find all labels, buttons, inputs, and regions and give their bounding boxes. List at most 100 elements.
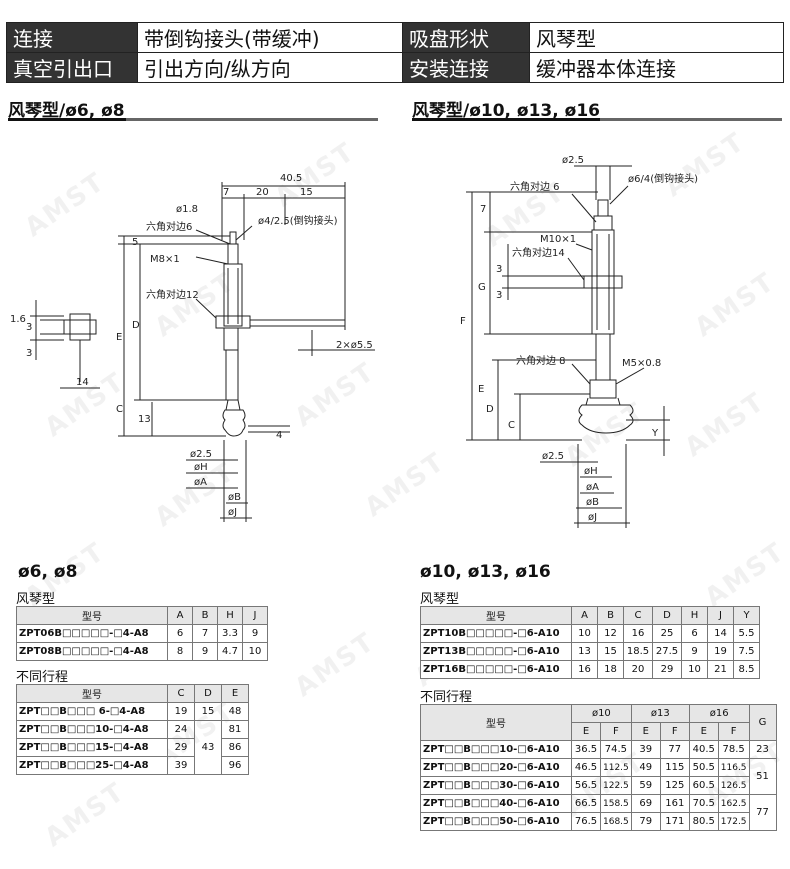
cell: 39 (630, 740, 661, 759)
col-f: F (659, 722, 690, 741)
dim-13: 13 (138, 414, 151, 425)
dim-barb-fitting: ø4/2.5(倒钩接头) (258, 214, 338, 227)
cell: 77 (659, 740, 690, 759)
dim-15: 15 (300, 187, 313, 198)
col-g: G (748, 704, 777, 741)
table-row: ZPT10B□□□□□-□6-A10 10 12 16 25 6 14 5.5 (420, 624, 760, 643)
dim-hex-14: 六角对边14 (512, 246, 565, 259)
cell: 8 (167, 642, 193, 661)
dim-hex-8: 六角对边 8 (516, 354, 566, 367)
cell: 39 (167, 756, 195, 775)
cell: 126.5 (717, 776, 750, 795)
dim-y: Y (651, 428, 659, 439)
col-f: F (600, 722, 632, 741)
right-section-rule (412, 118, 782, 121)
dim-g: G (478, 282, 486, 293)
cell-model: ZPT□□B□□□20-□6-A10 (420, 758, 572, 777)
dim-3-r-b: 3 (496, 290, 502, 301)
cell-model: ZPT10B□□□□□-□6-A10 (420, 624, 572, 643)
cell: 158.5 (600, 794, 632, 813)
table-row: ZPT□□B□□□ 6-□4-A8 19 15 48 (16, 702, 249, 721)
cell: 7 (192, 624, 218, 643)
dim-c-r: C (508, 420, 515, 431)
cell: 96 (221, 756, 249, 775)
cell: 15 (597, 642, 624, 661)
cell: 86 (221, 738, 249, 757)
table-row: ZPT16B□□□□□-□6-A10 16 18 20 29 10 21 8.5 (420, 660, 760, 679)
cell-model: ZPT06B□□□□□-□4-A8 (16, 624, 168, 643)
col-c: C (167, 684, 195, 703)
dim-f: F (460, 316, 466, 327)
left-section-title: 风琴型/ø6, ø8 (8, 101, 125, 121)
cell: 122.5 (600, 776, 632, 795)
dim-o2-5-top: ø2.5 (562, 155, 584, 166)
cell: 46.5 (571, 758, 601, 777)
watermark-logo: AMST (39, 776, 131, 854)
cell: 10 (681, 660, 708, 679)
cell: 70.5 (688, 794, 719, 813)
dim-hex-12: 六角对边12 (146, 288, 199, 301)
col-group-o16: ø16 (688, 704, 750, 723)
dim-3a: 3 (26, 322, 32, 333)
cell: 40.5 (688, 740, 719, 759)
cell: 29 (167, 738, 195, 757)
spec-value-vacuum-port: 引出方向/纵方向 (137, 52, 403, 83)
dim-ob: øB (228, 492, 241, 503)
cell: 25 (652, 624, 682, 643)
col-h: H (217, 606, 243, 625)
cell: 69 (630, 794, 661, 813)
right-bellows-table: 型号 A B C D H J Y ZPT10B□□□□□-□6-A10 10 1… (420, 606, 760, 679)
dim-oh: øH (194, 462, 208, 473)
table-row: ZPT□□B□□□40-□6-A10 66.5 158.5 69 161 70.… (420, 794, 777, 831)
dim-e-r: E (478, 384, 484, 395)
cell: 78.5 (717, 740, 750, 759)
dim-3-r-a: 3 (496, 264, 502, 275)
col-j: J (242, 606, 268, 625)
left-dimension-drawing: 40.5 7 20 15 ø1.8 ø4/2.5(倒钩接头) 六角对边6 M8×… (10, 173, 375, 522)
cell: 29 (652, 660, 682, 679)
cell: 36.5 (571, 740, 601, 759)
table-row: ZPT□□B□□□20-□6-A10 46.5 112.5 49 115 50.… (420, 758, 777, 795)
cell: 18.5 (623, 642, 653, 661)
cell: 4.7 (217, 642, 243, 661)
cell: 27.5 (652, 642, 682, 661)
dim-4: 4 (276, 430, 282, 441)
dim-3b: 3 (26, 348, 32, 359)
col-model: 型号 (420, 704, 572, 741)
cell-model: ZPT16B□□□□□-□6-A10 (420, 660, 572, 679)
col-d: D (652, 606, 682, 625)
cell: 13 (571, 642, 598, 661)
spec-value-pad-shape: 风琴型 (529, 22, 784, 53)
cell: 9 (242, 624, 268, 643)
cell: 125 (659, 776, 690, 795)
watermark-logo: AMST (289, 626, 381, 704)
cell: 18 (597, 660, 624, 679)
table-row: ZPT□□B□□□10-□6-A10 36.5 74.5 39 77 40.5 … (420, 740, 777, 759)
col-d: D (194, 684, 222, 703)
dim-m8: M8×1 (150, 254, 180, 265)
left-table1-caption: 风琴型 (16, 592, 56, 607)
left-section-rule (8, 118, 378, 121)
left-bellows-table: 型号 A B H J ZPT06B□□□□□-□4-A8 6 7 3.3 9 Z… (16, 606, 268, 661)
dim-m10: M10×1 (540, 234, 576, 245)
cell: 14 (707, 624, 734, 643)
spec-key-vacuum-port: 真空引出口 (6, 52, 138, 83)
cell: 19 (707, 642, 734, 661)
col-model: 型号 (16, 684, 168, 703)
col-a: A (571, 606, 598, 625)
cell: 76.5 (571, 812, 601, 831)
dim-14: 14 (76, 377, 89, 388)
dim-2x-o5-5: 2×ø5.5 (336, 340, 373, 351)
cell: 19 (167, 702, 195, 721)
cell: 6 (167, 624, 193, 643)
cell-model: ZPT□□B□□□ 6-□4-A8 (16, 702, 168, 721)
table-row: ZPT□□B□□□10-□4-A8 24 43 81 (16, 720, 249, 775)
dim-o2-5-bottom: ø2.5 (542, 451, 564, 462)
spec-header-table: 连接 带倒钩接头(带缓冲) 吸盘形状 风琴型 真空引出口 引出方向/纵方向 安装… (6, 22, 784, 83)
dim-d-r: D (486, 404, 494, 415)
col-model: 型号 (16, 606, 168, 625)
dim-oj-r: øJ (588, 512, 597, 523)
col-model: 型号 (420, 606, 572, 625)
dim-e: E (116, 332, 122, 343)
cell: 50.5 (688, 758, 719, 777)
